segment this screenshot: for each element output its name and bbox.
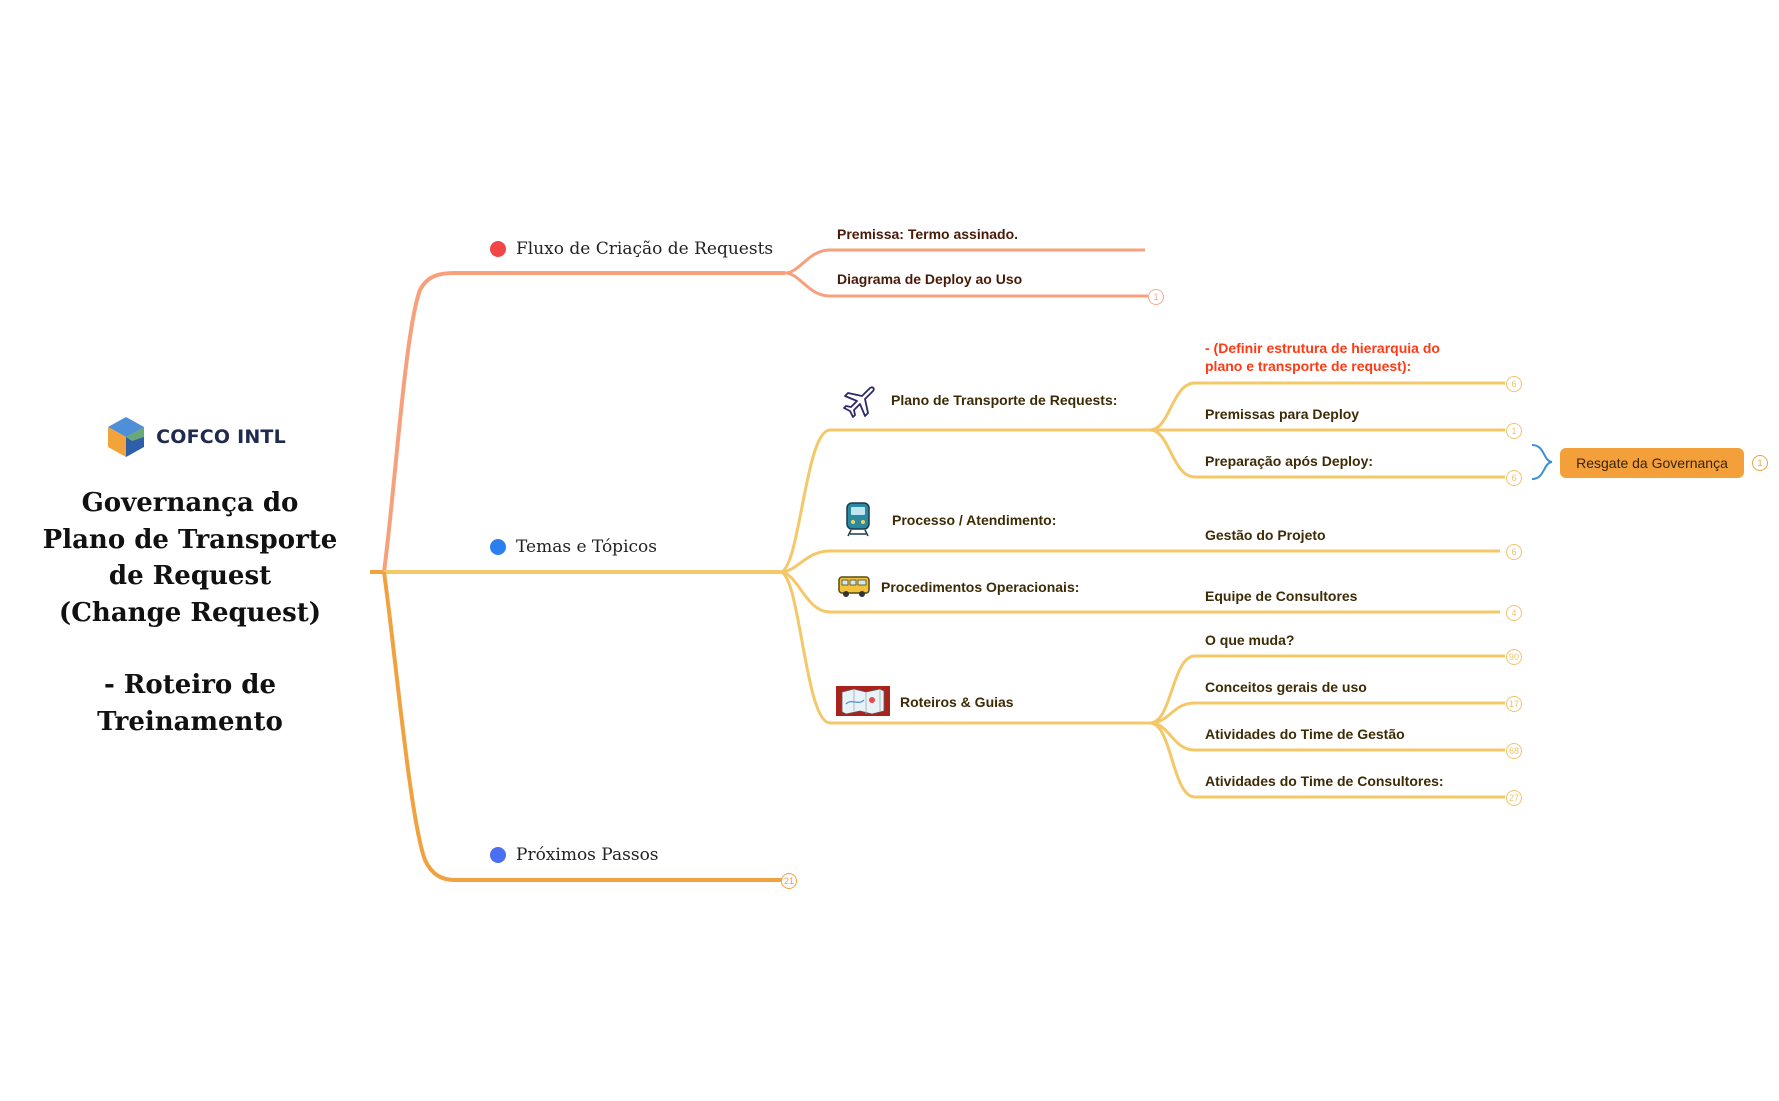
branch-fluxo-label: Fluxo de Criação de Requests bbox=[516, 239, 774, 259]
root-title-line: de Request bbox=[108, 561, 272, 591]
roteiros-child-1-line bbox=[1149, 654, 1505, 725]
root-subtitle-line: Treinamento bbox=[97, 706, 283, 737]
topic-atividades-consultores[interactable]: Atividades do Time de Consultores: bbox=[1205, 773, 1444, 789]
o-que-muda-count-badge[interactable]: 90 bbox=[1506, 649, 1522, 665]
definir-line: - (Definir estrutura de hierarquia do bbox=[1205, 340, 1440, 356]
topic-plano-transporte[interactable]: Plano de Transporte de Requests: bbox=[891, 392, 1118, 408]
fluxo-child-diagrama-line bbox=[784, 271, 1148, 298]
callout-resgate-governanca[interactable]: Resgate da Governança bbox=[1560, 448, 1744, 478]
branch-temas[interactable]: Temas e Tópicos bbox=[490, 537, 657, 557]
gestao-count-badge[interactable]: 6 bbox=[1506, 544, 1522, 560]
premissas-count-badge[interactable]: 1 bbox=[1506, 423, 1522, 439]
temas-sub-processo-line bbox=[779, 549, 1500, 574]
branch-proximos-label: Próximos Passos bbox=[516, 845, 659, 865]
definir-count-badge[interactable]: 6 bbox=[1506, 376, 1522, 392]
topic-equipe-consultores[interactable]: Equipe de Consultores bbox=[1205, 588, 1358, 604]
airplane-icon bbox=[840, 384, 876, 425]
equipe-count-badge[interactable]: 4 bbox=[1506, 605, 1522, 621]
branch-fluxo[interactable]: Fluxo de Criação de Requests bbox=[490, 239, 773, 259]
temas-sub-plano-line bbox=[779, 428, 1150, 574]
topic-diagrama[interactable]: Diagrama de Deploy ao Uso bbox=[837, 271, 1023, 287]
red-dot-icon bbox=[490, 241, 506, 257]
roteiros-child-2-line bbox=[1149, 701, 1505, 725]
roteiros-child-4-line bbox=[1149, 721, 1505, 799]
logo-text: COFCO INTL bbox=[156, 426, 286, 448]
preparacao-count-badge[interactable]: 6 bbox=[1506, 470, 1522, 486]
topic-roteiros[interactable]: Roteiros & Guias bbox=[900, 694, 1014, 710]
callout-bracket bbox=[1531, 444, 1553, 480]
callout-count-badge[interactable]: 1 bbox=[1752, 455, 1768, 471]
topic-gestao-projeto[interactable]: Gestão do Projeto bbox=[1205, 527, 1326, 543]
root-topic[interactable]: COFCO INTL Governança do Plano de Transp… bbox=[30, 415, 350, 740]
bus-icon bbox=[838, 575, 870, 604]
diagrama-count-badge[interactable]: 1 bbox=[1148, 289, 1164, 305]
topic-preparacao-deploy[interactable]: Preparação após Deploy: bbox=[1205, 453, 1374, 469]
topic-premissa[interactable]: Premissa: Termo assinado. bbox=[837, 226, 1019, 242]
atividades-gestao-count-badge[interactable]: 68 bbox=[1506, 743, 1522, 759]
definir-line: plano e transporte de request): bbox=[1205, 358, 1412, 374]
topic-atividades-gestao[interactable]: Atividades do Time de Gestão bbox=[1205, 726, 1405, 742]
topic-premissas-deploy[interactable]: Premissas para Deploy bbox=[1205, 406, 1360, 422]
topic-o-que-muda[interactable]: O que muda? bbox=[1205, 632, 1295, 648]
blue-dot-icon bbox=[490, 847, 506, 863]
train-icon bbox=[845, 501, 871, 542]
conceitos-count-badge[interactable]: 17 bbox=[1506, 696, 1522, 712]
proximos-count-badge[interactable]: 21 bbox=[781, 873, 797, 889]
branch-temas-label: Temas e Tópicos bbox=[516, 537, 657, 557]
branch-fluxo-line bbox=[382, 271, 785, 573]
plano-child-definir-line bbox=[1149, 381, 1505, 432]
blue-dot-icon bbox=[490, 539, 506, 555]
fluxo-child-premissa-line bbox=[784, 248, 1145, 275]
root-title: Governança do Plano de Transporte de Req… bbox=[30, 485, 350, 740]
map-icon bbox=[836, 686, 890, 721]
root-title-line: Governança do bbox=[81, 488, 299, 518]
cube-logo-icon bbox=[108, 417, 145, 457]
cofco-logo: COFCO INTL bbox=[40, 415, 350, 459]
plano-child-preparacao-line bbox=[1149, 428, 1505, 479]
topic-definir-estrutura[interactable]: - (Definir estrutura de hierarquia do pl… bbox=[1205, 339, 1440, 375]
atividades-consultores-count-badge[interactable]: 27 bbox=[1506, 790, 1522, 806]
topic-procedimentos[interactable]: Procedimentos Operacionais: bbox=[881, 579, 1080, 595]
root-title-line: (Change Request) bbox=[58, 597, 322, 628]
topic-processo[interactable]: Processo / Atendimento: bbox=[892, 512, 1057, 528]
topic-conceitos-gerais[interactable]: Conceitos gerais de uso bbox=[1205, 679, 1367, 695]
root-title-line: Plano de Transporte bbox=[42, 524, 338, 555]
branch-proximos[interactable]: Próximos Passos bbox=[490, 845, 659, 865]
temas-sub-roteiros-line bbox=[779, 570, 1150, 725]
temas-sub-procedimentos-line bbox=[779, 570, 1500, 614]
root-subtitle-line: - Roteiro de bbox=[103, 670, 277, 700]
branch-proximos-line bbox=[382, 571, 783, 882]
